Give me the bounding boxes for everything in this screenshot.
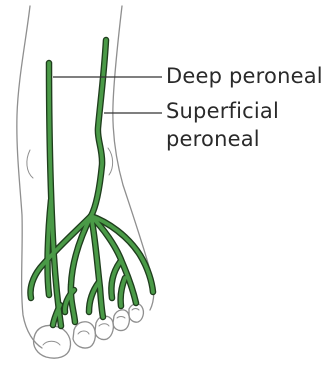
foot-outline <box>17 6 154 358</box>
nerves-fill <box>30 40 153 326</box>
superficial-peroneal-label-line1: Superficial <box>166 99 279 124</box>
superficial-peroneal-nerve <box>91 40 106 216</box>
deep-peroneal-label: Deep peroneal <box>166 64 323 89</box>
superficial-peroneal-label-line2: peroneal <box>166 127 260 152</box>
